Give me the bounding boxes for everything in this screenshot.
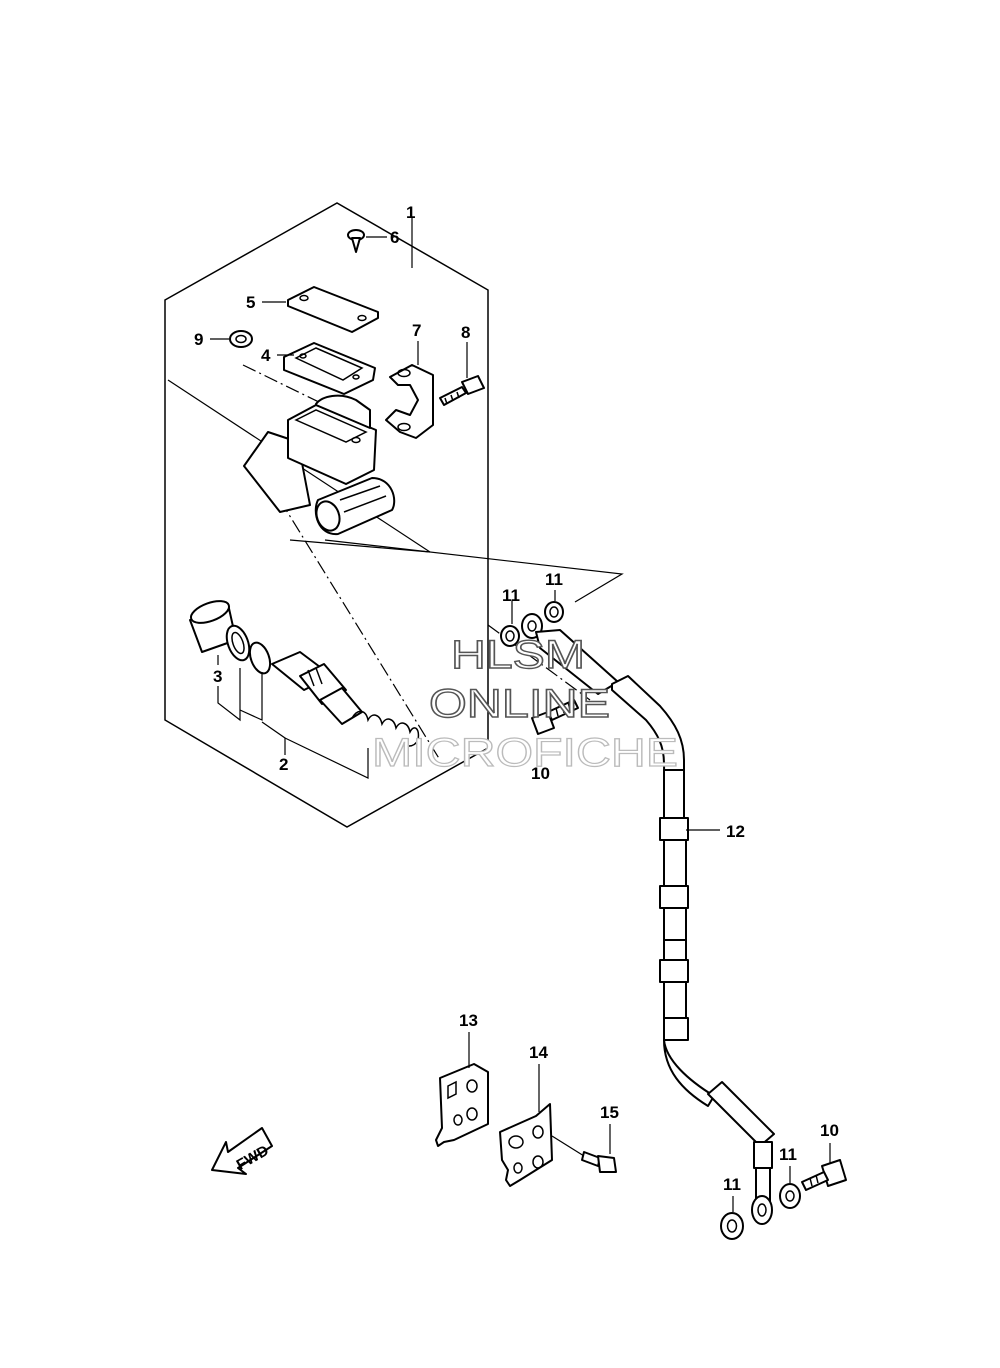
callout-4: 4 [261, 346, 271, 365]
callout-11-lower-left: 11 [723, 1175, 741, 1194]
watermark-line-3: MICROFICHE [372, 731, 678, 775]
callout-11-upper-left: 11 [502, 586, 520, 605]
assembly-outline [164, 202, 489, 828]
brake-hose-part-12 [611, 675, 775, 1225]
bracket-part-14 [499, 1064, 585, 1187]
callout-14: 14 [529, 1043, 548, 1062]
centerline-reservoir [242, 364, 326, 406]
callout-15: 15 [600, 1103, 619, 1122]
callout-11-upper-right: 11 [545, 570, 563, 589]
callout-2: 2 [279, 755, 288, 774]
diaphragm-part-4 [277, 342, 376, 395]
screw-part-6 [347, 229, 387, 253]
ring-part-9 [210, 330, 253, 348]
bracket-part-13 [435, 1032, 489, 1147]
washers-upper [500, 590, 564, 647]
centerline-piston [279, 499, 441, 761]
callout-10-upper: 10 [531, 764, 550, 783]
watermark-line-1: HLSM [451, 633, 585, 677]
piston-part-2 [261, 651, 420, 779]
callout-6: 6 [390, 228, 399, 247]
callout-7: 7 [412, 321, 421, 340]
bolt-part-8 [439, 342, 485, 406]
callout-3: 3 [213, 667, 222, 686]
callout-9: 9 [194, 330, 203, 349]
boot-part-3 [189, 600, 272, 722]
bolt-part-15 [581, 1124, 617, 1173]
guide-line-right [324, 539, 624, 603]
callout-1: 1 [406, 203, 415, 222]
callout-10-lower: 10 [820, 1121, 839, 1140]
watermark-line-2: ONLINE [429, 682, 610, 726]
callout-5: 5 [246, 293, 255, 312]
banjo-fitting-upper [521, 613, 619, 695]
banjo-bolt-upper [531, 699, 579, 762]
callout-11-lower-right: 11 [779, 1145, 797, 1164]
callout-12: 12 [726, 822, 745, 841]
fwd-arrow-icon: FWD [211, 1127, 273, 1175]
centerline-hose [487, 624, 591, 701]
callout-13: 13 [459, 1011, 478, 1030]
master-cylinder-body [243, 394, 396, 536]
cover-part-5 [262, 286, 379, 333]
banjo-bolt-lower [801, 1143, 847, 1191]
callout-8: 8 [461, 323, 470, 342]
watermark: HLSM ONLINE MICROFICHE [371, 632, 678, 775]
washers-lower [720, 1166, 801, 1240]
clamp-part-7 [385, 341, 434, 439]
